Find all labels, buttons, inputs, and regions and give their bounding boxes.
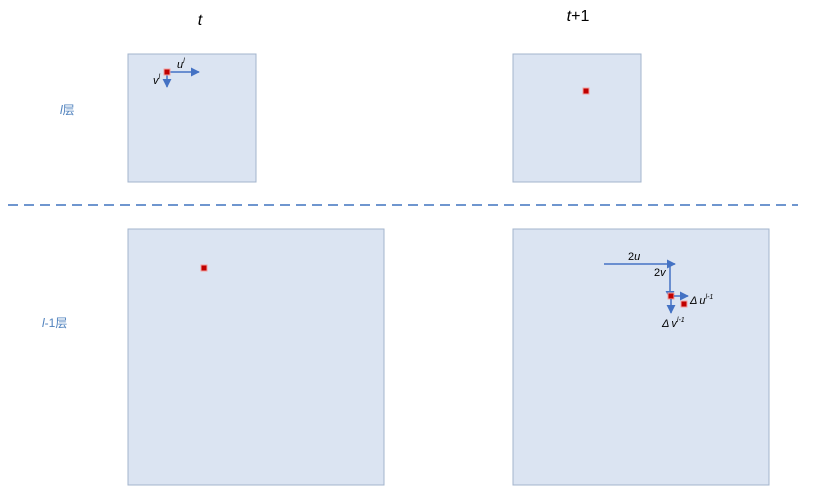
- label-u-l: ul: [177, 58, 185, 71]
- row-label-level-l-minus-1: l-1层: [42, 316, 67, 330]
- pixel-point-level-l-minus-1-t-plus-1-refined: [680, 300, 688, 308]
- pixel-point-level-l-t: [163, 68, 171, 76]
- label-v-l: vl: [153, 74, 161, 87]
- pixel-point-level-l-minus-1-t: [200, 264, 208, 272]
- row-label-level-l: l层: [60, 103, 75, 117]
- column-label-t: t: [198, 12, 203, 29]
- panel-level-l-t: [127, 53, 257, 183]
- pixel-point-level-l-minus-1-t-plus-1-initial: [667, 292, 675, 300]
- column-label-t-plus-1: t+1: [567, 8, 590, 25]
- pixel-point-level-l-t-plus-1: [582, 87, 590, 95]
- label-2u: 2u: [628, 251, 640, 263]
- label-2v: 2v: [654, 267, 667, 279]
- panel-level-l-t-plus-1: [512, 53, 642, 183]
- panel-level-l-minus-1-t-plus-1: [512, 228, 770, 486]
- panel-level-l-minus-1-t: [127, 228, 385, 486]
